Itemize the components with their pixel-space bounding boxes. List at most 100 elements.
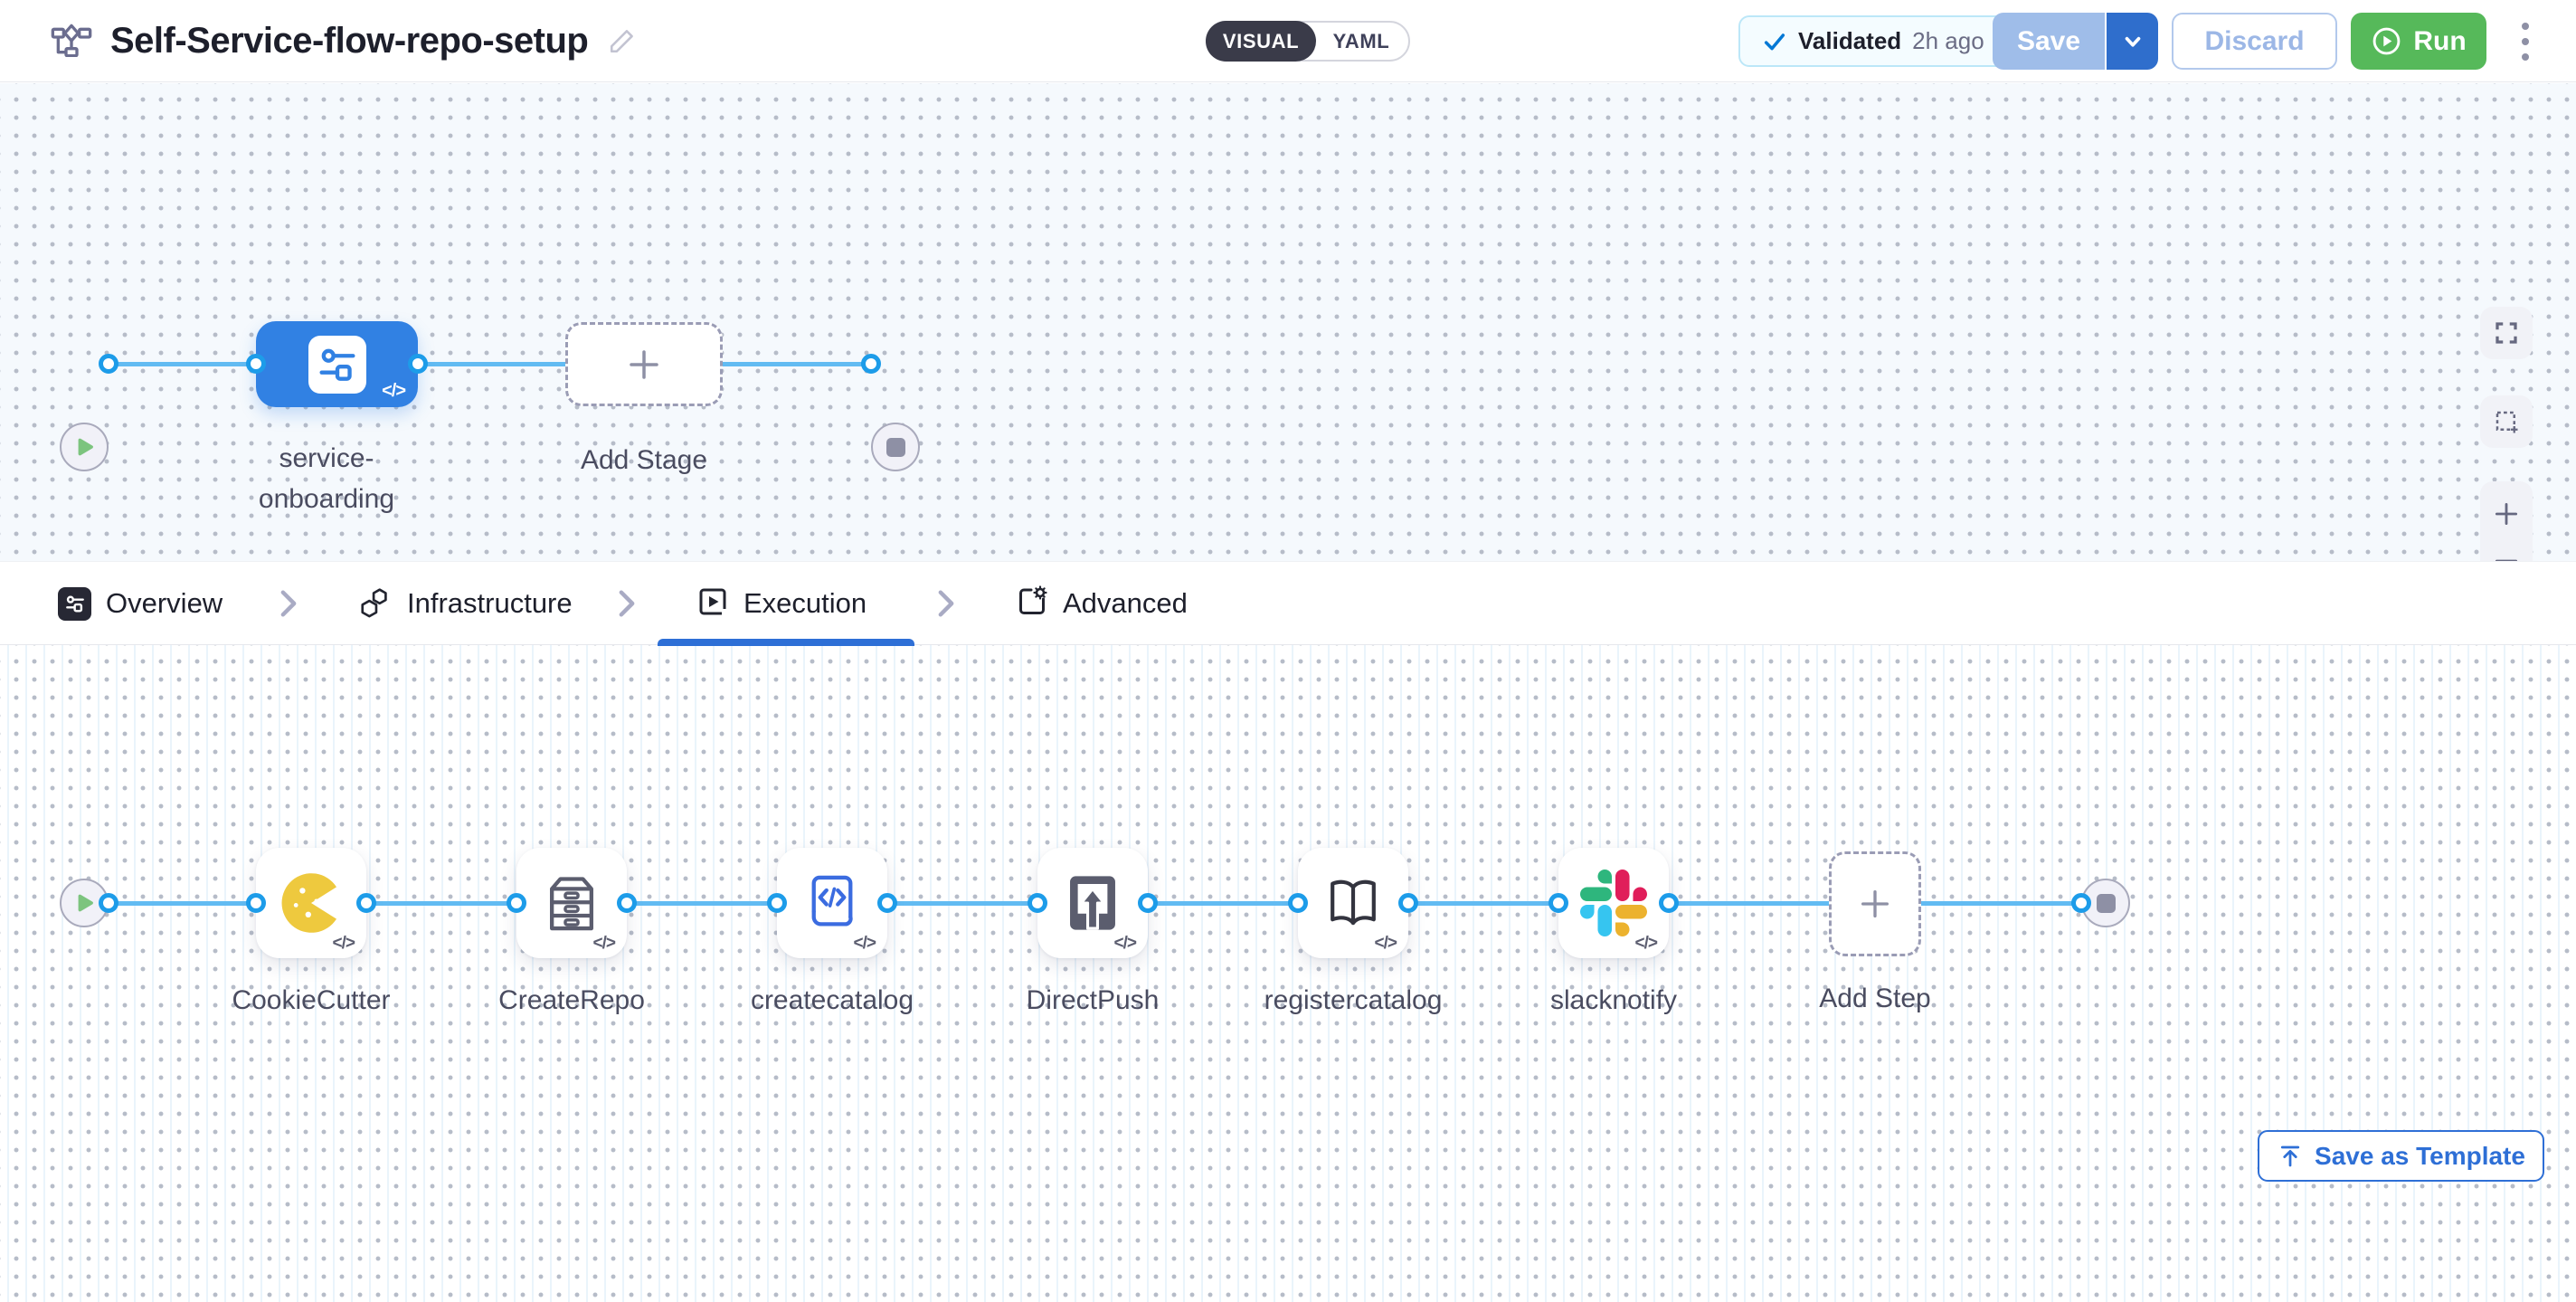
step-card-cookiecutter[interactable]: </> (256, 848, 366, 958)
stage-label: service- onboarding (182, 438, 471, 519)
add-stage-label: Add Stage (580, 445, 708, 475)
advanced-icon (1016, 584, 1048, 622)
pencil-icon (611, 29, 634, 52)
validated-badge[interactable]: Validated 2h ago (1738, 15, 2008, 67)
tab-overview[interactable]: Overview (58, 562, 223, 645)
step-label: CreateRepo (498, 985, 645, 1015)
port (1028, 893, 1047, 913)
upload-icon (2280, 1145, 2300, 1166)
plus-icon (1861, 890, 1889, 917)
port (99, 354, 118, 374)
fullscreen-button[interactable] (2480, 307, 2533, 359)
tab-execution[interactable]: Execution (696, 562, 867, 645)
code-badge: </> (382, 381, 406, 401)
tab-infrastructure[interactable]: Infrastructure (358, 562, 573, 645)
plus-icon (630, 349, 658, 379)
port (246, 893, 266, 913)
toggle-visual[interactable]: VISUAL (1206, 21, 1316, 62)
title-wrap: Self-Service-flow-repo-setup (51, 0, 637, 82)
tab-advanced[interactable]: Advanced (1016, 562, 1188, 645)
port (246, 354, 266, 374)
connector (418, 362, 565, 366)
connector (723, 362, 871, 366)
step-label: createcatalog (750, 985, 914, 1015)
save-options-button[interactable] (2107, 13, 2158, 70)
step-card-directpush[interactable]: </> (1037, 848, 1148, 958)
step-card-createcatalog[interactable]: </> (777, 848, 887, 958)
edit-title-button[interactable] (606, 26, 637, 57)
connector (366, 901, 516, 906)
more-options-button[interactable] (2504, 20, 2547, 63)
code-badge: </> (332, 934, 356, 953)
run-button[interactable]: Run (2351, 13, 2486, 70)
execution-canvas: </> </> </> (0, 645, 2576, 1302)
save-button[interactable]: Save (1993, 13, 2107, 70)
run-play-icon (2372, 27, 2401, 55)
marquee-select-button[interactable] (2480, 395, 2533, 448)
flow-start-node (60, 423, 109, 471)
code-badge: </> (1113, 934, 1138, 953)
connector (109, 901, 256, 906)
chevron-right-icon (938, 590, 954, 617)
connector (1148, 901, 1298, 906)
pipeline-icon (51, 21, 92, 62)
step-card-createrepo[interactable]: </> (516, 848, 627, 958)
connector (627, 901, 777, 906)
discard-button[interactable]: Discard (2172, 13, 2337, 70)
cookiecutter-icon (281, 873, 336, 933)
port (1659, 893, 1679, 913)
stage-label-line2: onboarding (258, 484, 395, 514)
stage-tab-bar: Overview Infrastructure (0, 561, 2576, 1182)
add-stage-button[interactable] (565, 322, 723, 406)
chevron-right-icon (280, 590, 297, 617)
step-card-slacknotify[interactable]: </> (1558, 848, 1669, 958)
view-mode-toggle: VISUAL YAML (1206, 21, 1410, 62)
fullscreen-icon (2496, 322, 2517, 344)
start-play-icon (78, 438, 93, 456)
connector (109, 362, 256, 366)
slack-icon (1580, 870, 1647, 936)
stage-icon (308, 335, 366, 394)
step-label: slacknotify (1549, 985, 1678, 1015)
zoom-in-button[interactable] (2491, 499, 2522, 529)
header: Self-Service-flow-repo-setup VISUAL YAML… (0, 0, 2576, 82)
page-title: Self-Service-flow-repo-setup (110, 21, 589, 61)
infrastructure-icon (358, 584, 393, 623)
run-label: Run (2413, 25, 2467, 56)
add-step-button[interactable] (1829, 851, 1921, 956)
overview-icon (58, 586, 91, 621)
chevron-down-icon (2125, 36, 2140, 47)
drawer-cabinet-icon (550, 877, 593, 931)
connector (1669, 901, 1829, 906)
port (767, 893, 787, 913)
exec-end-node (2081, 879, 2130, 927)
flow-end-node (871, 423, 920, 471)
stage-canvas: </> service- onboarding Add Stage (0, 83, 2576, 594)
start-play-icon (78, 894, 93, 912)
check-icon (1764, 33, 1785, 50)
toggle-yaml[interactable]: YAML (1332, 29, 1390, 52)
port (356, 893, 376, 913)
port (99, 893, 118, 913)
tab-label: Execution (743, 587, 867, 619)
upload-box-icon (1070, 876, 1115, 930)
tab-label: Infrastructure (407, 587, 573, 619)
save-as-template-button[interactable]: Save as Template (2258, 1130, 2544, 1182)
active-tab-underline (658, 639, 914, 646)
execution-icon (696, 585, 729, 622)
stop-icon (2096, 893, 2116, 913)
port (617, 893, 637, 913)
code-scroll-icon (811, 875, 853, 927)
step-label: registercatalog (1264, 985, 1443, 1015)
step-label: DirectPush (1026, 985, 1160, 1015)
stage-node-service-onboarding[interactable]: </> (256, 321, 418, 407)
step-card-registercatalog[interactable]: </> (1298, 848, 1408, 958)
code-badge: </> (1374, 934, 1398, 953)
port (408, 354, 428, 374)
port (1138, 893, 1158, 913)
marquee-select-icon (2496, 411, 2518, 433)
save-as-template-label: Save as Template (2315, 1141, 2525, 1170)
port (1288, 893, 1308, 913)
port (1548, 893, 1568, 913)
